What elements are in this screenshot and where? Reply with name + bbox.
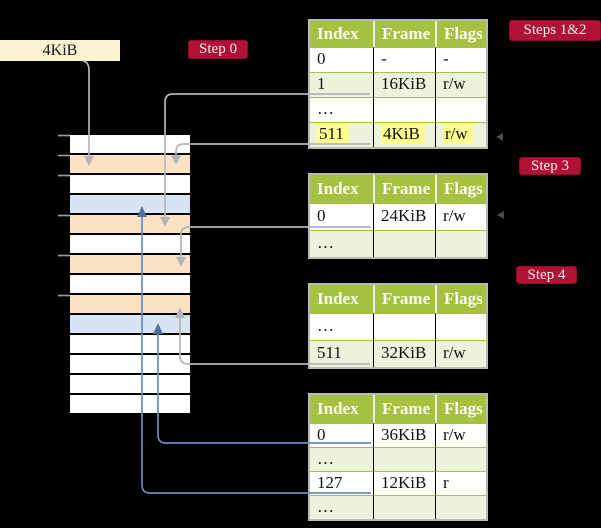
cell-flags: r/w	[435, 423, 486, 447]
cell-flags	[435, 97, 486, 122]
cell-frame: 32KiB	[373, 340, 435, 367]
cell-flags	[435, 447, 486, 471]
cell-index: 1	[310, 72, 373, 97]
cell-flags	[435, 230, 486, 257]
cell-flags: r/w	[435, 122, 486, 147]
memory-row	[70, 255, 190, 273]
badge-step-4: Step 4	[516, 266, 577, 284]
memory-row	[70, 315, 190, 333]
table-row: 0 36KiB r/w	[310, 423, 486, 447]
table-row: …	[310, 97, 486, 122]
root-pointer-box: 4KiB	[0, 40, 120, 61]
cell-frame	[373, 97, 435, 122]
column-header-flags: Flags	[435, 285, 486, 313]
cell-index: 0	[310, 423, 373, 447]
column-header-frame: Frame	[373, 395, 435, 423]
cell-frame: 12KiB	[373, 471, 435, 495]
cell-index: …	[310, 495, 373, 519]
memory-row	[70, 375, 190, 393]
table-header: Index Frame Flags	[310, 175, 486, 203]
badge-steps-1-2: Steps 1&2	[509, 20, 601, 41]
cell-frame	[373, 230, 435, 257]
cell-frame: -	[373, 47, 435, 72]
memory-row	[70, 395, 190, 413]
memory-row	[70, 295, 190, 313]
column-header-index: Index	[310, 395, 373, 423]
cell-index: …	[310, 447, 373, 471]
badge-step-0: Step 0	[188, 40, 248, 59]
memory-row	[70, 355, 190, 373]
table-row: …	[310, 313, 486, 340]
page-table-4: Index Frame Flags 0 36KiB r/w … 127 12Ki…	[308, 393, 488, 521]
badge-step-3: Step 3	[519, 157, 581, 175]
cell-index: …	[310, 313, 373, 340]
cell-index: 127	[310, 471, 373, 495]
column-header-flags: Flags	[435, 175, 486, 203]
memory-row	[70, 175, 190, 193]
page-table-3: Index Frame Flags … 511 32KiB r/w	[308, 283, 488, 369]
arrowhead-left-remnant	[496, 133, 503, 141]
table-header: Index Frame Flags	[310, 285, 486, 313]
cell-frame: 24KiB	[373, 203, 435, 230]
memory-row	[70, 335, 190, 353]
column-header-frame: Frame	[373, 285, 435, 313]
cell-flags: -	[435, 47, 486, 72]
memory-ticks	[58, 134, 70, 297]
column-header-flags: Flags	[435, 21, 486, 47]
cell-index: …	[310, 230, 373, 257]
column-header-index: Index	[310, 285, 373, 313]
cell-frame	[373, 495, 435, 519]
column-header-frame: Frame	[373, 21, 435, 47]
cell-frame: 36KiB	[373, 423, 435, 447]
table-row: 1 16KiB r/w	[310, 72, 486, 97]
table-header: Index Frame Flags	[310, 21, 486, 47]
memory-row	[70, 235, 190, 253]
table-row: 127 12KiB r	[310, 471, 486, 495]
memory-row	[70, 195, 190, 213]
table-row: 511 32KiB r/w	[310, 340, 486, 367]
memory-row	[70, 135, 190, 153]
cell-flags: r/w	[435, 72, 486, 97]
cell-flags	[435, 495, 486, 519]
table-row: …	[310, 230, 486, 257]
cell-index: 511	[310, 340, 373, 367]
table-header: Index Frame Flags	[310, 395, 486, 423]
arrowhead-left-remnant	[497, 211, 504, 219]
cell-index: 0	[310, 203, 373, 230]
cell-flags: r	[435, 471, 486, 495]
cell-index: 0	[310, 47, 373, 72]
cell-frame	[373, 447, 435, 471]
memory-row	[70, 215, 190, 233]
cell-frame: 16KiB	[373, 72, 435, 97]
memory-row	[70, 275, 190, 293]
column-header-index: Index	[310, 175, 373, 203]
column-header-index: Index	[310, 21, 373, 47]
table-row: 0 - -	[310, 47, 486, 72]
cell-flags	[435, 313, 486, 340]
page-table-2: Index Frame Flags 0 24KiB r/w …	[308, 173, 488, 259]
cell-flags: r/w	[435, 203, 486, 230]
column-header-flags: Flags	[435, 395, 486, 423]
cell-frame: 4KiB	[373, 122, 435, 147]
cell-index: …	[310, 97, 373, 122]
physical-memory-column	[70, 135, 190, 415]
cell-flags: r/w	[435, 340, 486, 367]
page-table-1: Index Frame Flags 0 - - 1 16KiB r/w … 51…	[308, 19, 488, 149]
cell-index: 511	[310, 122, 373, 147]
table-row: 0 24KiB r/w	[310, 203, 486, 230]
table-row: …	[310, 495, 486, 519]
table-row-highlighted: 511 4KiB r/w	[310, 122, 486, 147]
memory-row	[70, 155, 190, 173]
column-header-frame: Frame	[373, 175, 435, 203]
table-row: …	[310, 447, 486, 471]
cell-frame	[373, 313, 435, 340]
